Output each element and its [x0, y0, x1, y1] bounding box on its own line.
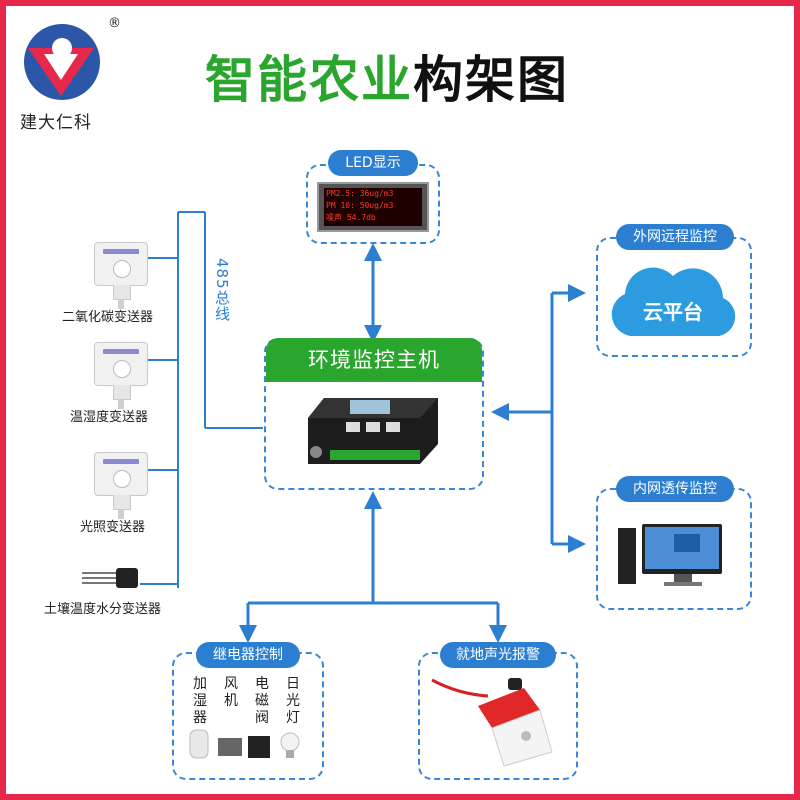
controller-icon	[308, 398, 438, 464]
soil-sensor-device	[82, 566, 142, 590]
temp-humidity-sensor-device	[94, 342, 148, 409]
sensor-label-temp-humidity: 温湿度变送器	[70, 410, 149, 425]
cloud-header: 外网远程监控	[616, 224, 734, 250]
sensor-label-light: 光照变送器	[80, 520, 146, 535]
cloud-platform-text: 云平台	[643, 300, 703, 324]
led-display-header: LED显示	[328, 150, 418, 176]
page-title: 智能农业构架图	[205, 40, 569, 112]
relay-header: 继电器控制	[196, 642, 300, 668]
led-screen: PM2.5: 36ug/m3 PM 10: 50ug/m3 噪声 54.7db	[324, 188, 422, 226]
alarm-header: 就地声光报警	[440, 642, 556, 668]
lan-header: 内网透传监控	[616, 476, 734, 502]
light-sensor-device	[94, 452, 148, 519]
controller-device	[300, 392, 450, 480]
title-black-part: 构架图	[413, 51, 569, 109]
host-header: 环境监控主机	[266, 338, 482, 382]
bus-label: 485总线	[213, 258, 231, 322]
sensor-label-soil: 土壤温度水分变送器	[44, 602, 162, 617]
brand-logo	[18, 18, 104, 104]
relay-device-valve-label: 电磁阀	[255, 676, 269, 726]
alarm-device-icon	[431, 678, 553, 767]
led-line-1: PM2.5: 36ug/m3	[326, 189, 394, 198]
brand-name: 建大仁科	[20, 113, 92, 133]
sensor-label-co2: 二氧化碳变送器	[62, 310, 154, 325]
relay-device-lamp-label: 日光灯	[286, 676, 300, 726]
led-line-2: PM 10: 50ug/m3	[326, 201, 394, 210]
co2-sensor-device	[94, 242, 148, 309]
relay-devices-icon	[189, 729, 300, 759]
brand-logo-icon	[24, 24, 100, 100]
relay-device-humidifier-label: 加湿器	[193, 676, 207, 726]
computer-icon	[616, 522, 726, 596]
registered-mark: ®	[108, 16, 121, 31]
led-panel: PM2.5: 36ug/m3 PM 10: 50ug/m3 噪声 54.7db	[317, 182, 429, 232]
relay-device-fan-label: 风机	[224, 676, 238, 709]
title-green-part: 智能农业	[205, 51, 413, 109]
cloud-icon: 云平台	[601, 256, 745, 342]
led-line-3: 噪声 54.7db	[326, 213, 376, 222]
